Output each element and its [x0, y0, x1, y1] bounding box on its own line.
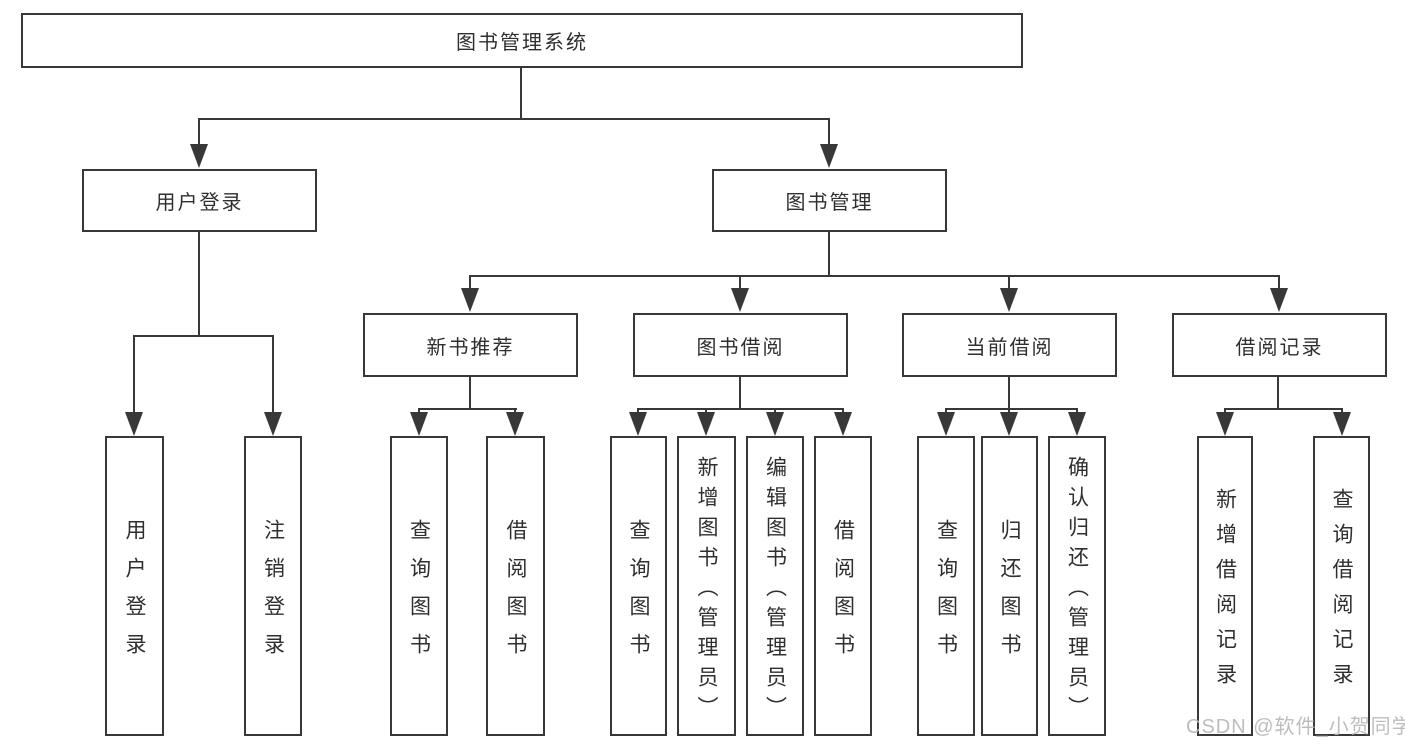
- arrowhead-icon: [820, 144, 838, 168]
- connector-line: [1008, 275, 1010, 292]
- node-current-borrowing: 当前借阅: [902, 313, 1117, 377]
- arrowhead-icon: [1216, 412, 1234, 436]
- node-label: 借阅记录: [1235, 336, 1324, 359]
- connector-line: [133, 335, 135, 416]
- connector-line: [469, 275, 1280, 277]
- leaf-label: 借阅图书: [831, 518, 855, 671]
- leaf-label: 归还图书: [998, 518, 1021, 671]
- node-book-borrowing: 图书借阅: [633, 313, 848, 377]
- arrowhead-icon: [1333, 412, 1351, 436]
- leaf-borrow-books-newbook: 借阅图书: [486, 436, 545, 736]
- connector-line: [1008, 377, 1010, 410]
- arrowhead-icon: [461, 288, 479, 312]
- leaf-label: 查询图书: [407, 518, 431, 671]
- connector-line: [828, 118, 830, 148]
- connector-line: [133, 335, 274, 337]
- leaf-label: 新增图书（管理员）: [695, 455, 718, 726]
- node-user-login: 用户登录: [82, 169, 317, 232]
- connector-line: [272, 335, 274, 416]
- node-label: 图书管理: [785, 192, 874, 214]
- arrowhead-icon: [697, 412, 715, 436]
- arrowhead-icon: [410, 412, 428, 436]
- connector-line: [520, 68, 522, 119]
- node-label: 当前借阅: [965, 336, 1054, 359]
- arrowhead-icon: [834, 412, 852, 436]
- leaf-edit-books-admin: 编辑图书（管理员）: [746, 436, 804, 736]
- connector-line: [469, 377, 471, 410]
- arrowhead-icon: [506, 412, 524, 436]
- connector-line: [198, 232, 200, 337]
- leaf-label: 查询图书: [627, 518, 650, 671]
- connector-line: [945, 408, 1078, 410]
- node-label: 新书推荐: [426, 336, 515, 359]
- leaf-add-books-admin: 新增图书（管理员）: [677, 436, 736, 736]
- arrowhead-icon: [766, 412, 784, 436]
- node-label: 图书管理系统: [456, 32, 588, 54]
- arrowhead-icon: [190, 144, 208, 168]
- node-label: 图书借阅: [696, 336, 785, 359]
- connector-line: [1224, 408, 1343, 410]
- node-library-system: 图书管理系统: [21, 13, 1023, 68]
- leaf-label: 注销登录: [261, 518, 285, 671]
- connector-line: [469, 275, 471, 292]
- leaf-label: 编辑图书（管理员）: [763, 455, 787, 726]
- arrowhead-icon: [1000, 288, 1018, 312]
- connector-line: [739, 377, 741, 410]
- leaf-user-login: 用户登录: [105, 436, 164, 736]
- connector-line: [1278, 275, 1280, 292]
- arrowhead-icon: [1270, 288, 1288, 312]
- leaf-add-borrow-record: 新增借阅记录: [1197, 436, 1253, 736]
- leaf-query-books-current: 查询图书: [917, 436, 975, 736]
- connector-line: [418, 408, 517, 410]
- leaf-label: 查询图书: [934, 518, 958, 671]
- connector-line: [198, 118, 200, 148]
- arrowhead-icon: [1000, 412, 1018, 436]
- leaf-query-books-newbook: 查询图书: [390, 436, 448, 736]
- connector-line: [198, 118, 830, 120]
- leaf-borrow-books-borrow: 借阅图书: [814, 436, 872, 736]
- leaf-label: 查询借阅记录: [1330, 488, 1353, 698]
- leaf-logout-login: 注销登录: [244, 436, 302, 736]
- leaf-label: 借阅图书: [504, 518, 527, 671]
- connector-line: [828, 232, 830, 277]
- arrowhead-icon: [125, 412, 143, 436]
- node-book-management: 图书管理: [712, 169, 947, 232]
- leaf-query-borrow-record: 查询借阅记录: [1313, 436, 1370, 736]
- leaf-label: 用户登录: [123, 518, 146, 671]
- node-label: 用户登录: [155, 192, 244, 214]
- arrowhead-icon: [937, 412, 955, 436]
- leaf-return-books: 归还图书: [981, 436, 1038, 736]
- arrowhead-icon: [731, 288, 749, 312]
- connector-line: [739, 275, 741, 292]
- leaf-label: 确认归还（管理员）: [1065, 455, 1089, 726]
- leaf-query-books-borrow: 查询图书: [610, 436, 667, 736]
- watermark: CSDN @软件_小贺同学: [1186, 716, 1405, 738]
- arrowhead-icon: [629, 412, 647, 436]
- connector-line: [637, 408, 844, 410]
- leaf-confirm-return-admin: 确认归还（管理员）: [1048, 436, 1106, 736]
- arrowhead-icon: [1068, 412, 1086, 436]
- node-new-book-recommend: 新书推荐: [363, 313, 578, 377]
- leaf-label: 新增借阅记录: [1213, 488, 1237, 698]
- arrowhead-icon: [264, 412, 282, 436]
- node-borrowing-records: 借阅记录: [1172, 313, 1387, 377]
- connector-line: [1277, 377, 1279, 410]
